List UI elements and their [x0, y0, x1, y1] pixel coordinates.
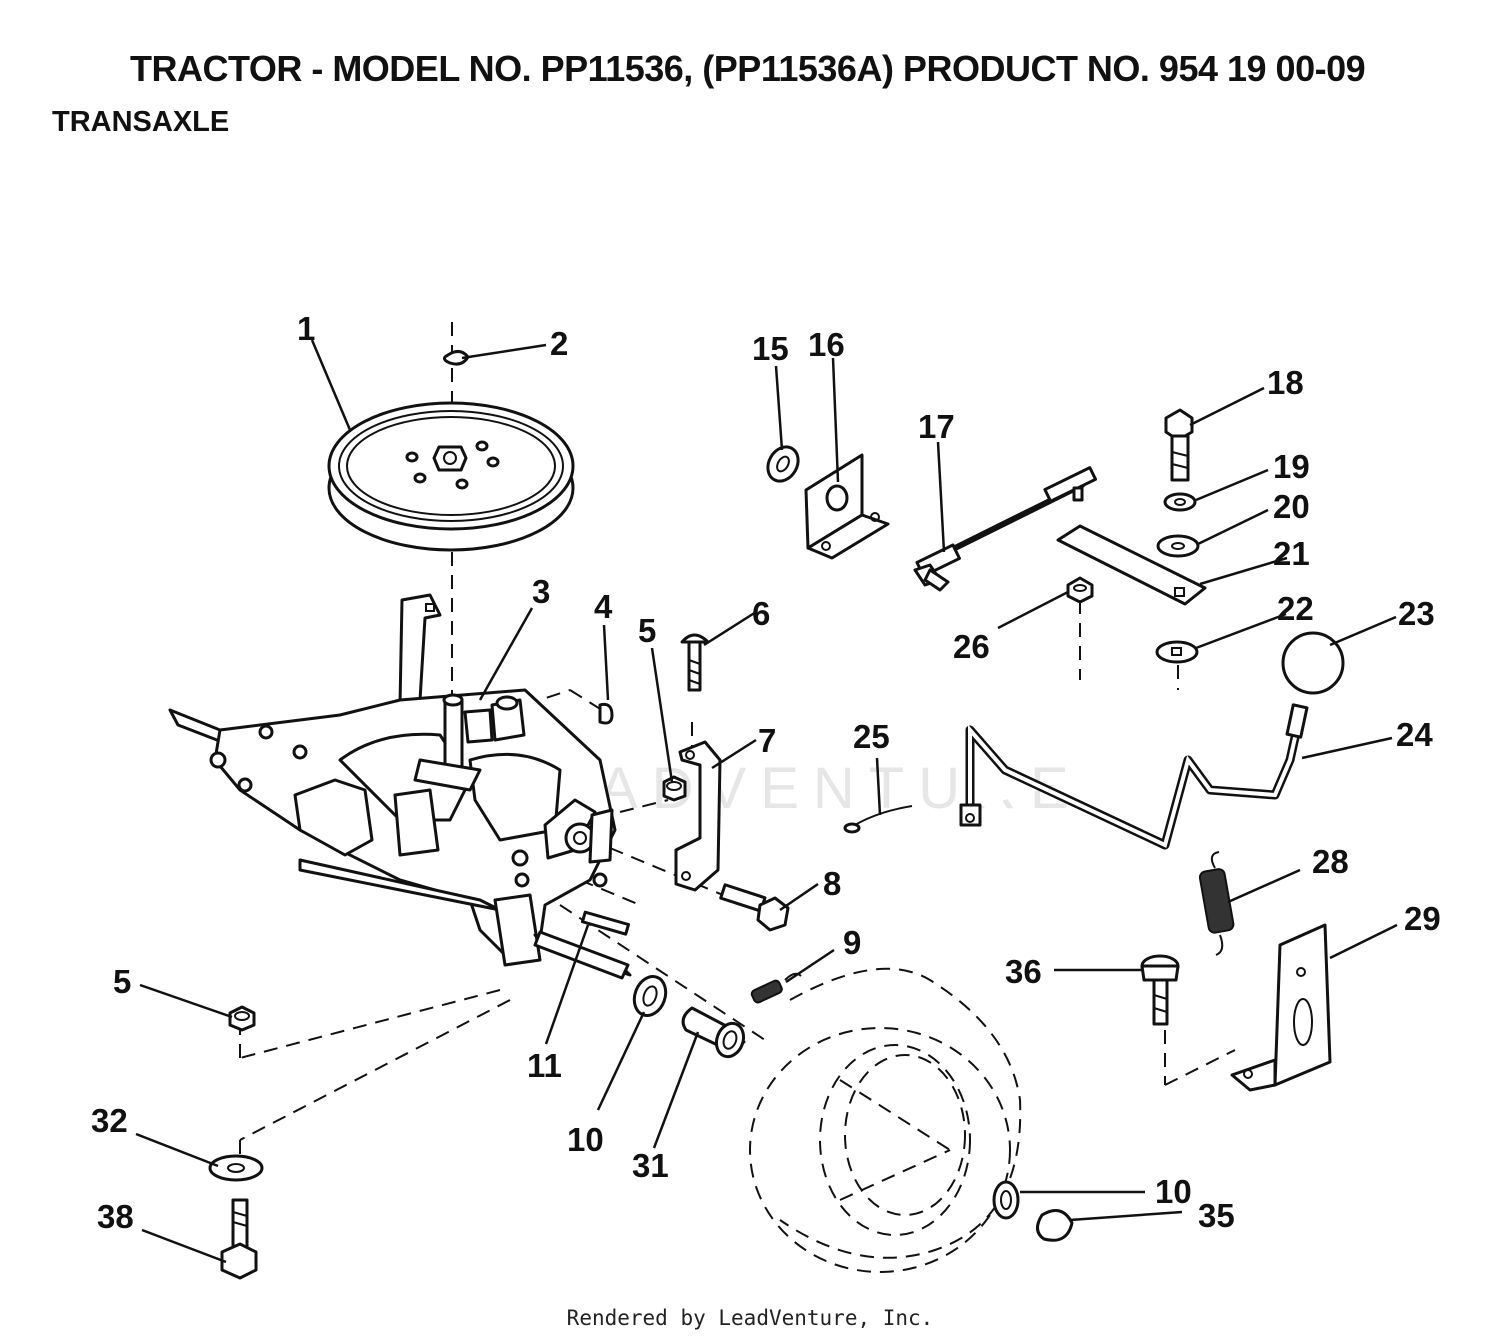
- washer-lower: [208, 1154, 264, 1182]
- diagram-title: TRACTOR - MODEL NO. PP11536, (PP11536A) …: [130, 48, 1366, 89]
- callout-5-lower: 5: [113, 963, 131, 1000]
- callout-23: 23: [1398, 595, 1435, 632]
- callout-leaders: [135, 339, 1398, 1264]
- woodruff-key: [598, 703, 614, 725]
- callout-3: 3: [532, 573, 550, 610]
- callout-15: 15: [752, 330, 789, 367]
- flat-washer-wheel: [992, 1180, 1020, 1220]
- axle-spacer: [681, 1006, 746, 1059]
- callout-26: 26: [953, 628, 990, 665]
- callout-18: 18: [1267, 364, 1304, 401]
- cotter-pin: [843, 805, 913, 834]
- footer-credit: Rendered by LeadVenture, Inc.: [566, 1306, 934, 1330]
- spring-bracket: [1230, 923, 1332, 1092]
- diagram-subtitle: TRANSAXLE: [52, 106, 230, 138]
- callout-10-right: 10: [1155, 1173, 1192, 1210]
- link-plate: [1056, 524, 1207, 606]
- thumb-screw: [1140, 954, 1180, 1026]
- callout-24: 24: [1396, 716, 1433, 753]
- hex-nut-upper: [662, 775, 687, 802]
- callout-38: 38: [97, 1198, 134, 1235]
- callout-6: 6: [752, 595, 770, 632]
- callout-28: 28: [1312, 843, 1349, 880]
- flat-washer-20: [1156, 534, 1200, 558]
- pulley: [327, 401, 575, 552]
- e-clip: [1036, 1209, 1074, 1242]
- carriage-bolt: [680, 633, 710, 692]
- callout-29: 29: [1404, 900, 1441, 937]
- hex-bolt: [719, 883, 790, 932]
- washer-15: [766, 445, 800, 483]
- square-washer-22: [1155, 640, 1199, 664]
- callout-9: 9: [843, 924, 861, 961]
- lock-washer-19: [1163, 492, 1197, 512]
- callout-35: 35: [1198, 1197, 1235, 1234]
- callout-31: 31: [632, 1147, 669, 1184]
- hex-nut-26: [1066, 576, 1094, 604]
- hex-bolt-18: [1164, 408, 1194, 482]
- retaining-clip: [443, 350, 470, 366]
- control-rod: [913, 466, 1098, 592]
- callout-25: 25: [853, 718, 890, 755]
- callout-36: 36: [1005, 953, 1042, 990]
- callout-7: 7: [758, 722, 776, 759]
- wheel-outline: [749, 967, 1022, 1273]
- callout-32: 32: [91, 1102, 128, 1139]
- extension-spring: [1198, 851, 1235, 956]
- callout-8: 8: [823, 865, 841, 902]
- callout-17: 17: [918, 408, 955, 445]
- callout-10-left: 10: [567, 1121, 604, 1158]
- flat-washer-axle: [632, 975, 668, 1017]
- transaxle-housing: [168, 593, 632, 977]
- callout-4: 4: [594, 588, 613, 625]
- callout-11: 11: [527, 1047, 562, 1084]
- callout-5-upper: 5: [638, 612, 656, 649]
- axle-shaft: [533, 930, 630, 980]
- callout-22: 22: [1277, 590, 1314, 627]
- callout-2: 2: [550, 325, 568, 362]
- shoulder-bolt: [220, 1198, 258, 1280]
- callout-21: 21: [1273, 535, 1310, 572]
- callout-1: 1: [297, 310, 315, 347]
- callout-numbers: 1 2 3 4 5 6 7 15 16 17 18 19 20 21 22 23…: [91, 310, 1441, 1235]
- callout-16: 16: [808, 326, 845, 363]
- shift-lever: [959, 703, 1309, 850]
- angle-bracket: [804, 453, 890, 560]
- hex-nut-lower: [228, 1005, 256, 1032]
- shift-knob: [1281, 631, 1345, 695]
- small-spring: [750, 972, 802, 1004]
- callout-20: 20: [1273, 488, 1310, 525]
- callout-19: 19: [1273, 448, 1310, 485]
- mounting-bracket: [674, 740, 722, 892]
